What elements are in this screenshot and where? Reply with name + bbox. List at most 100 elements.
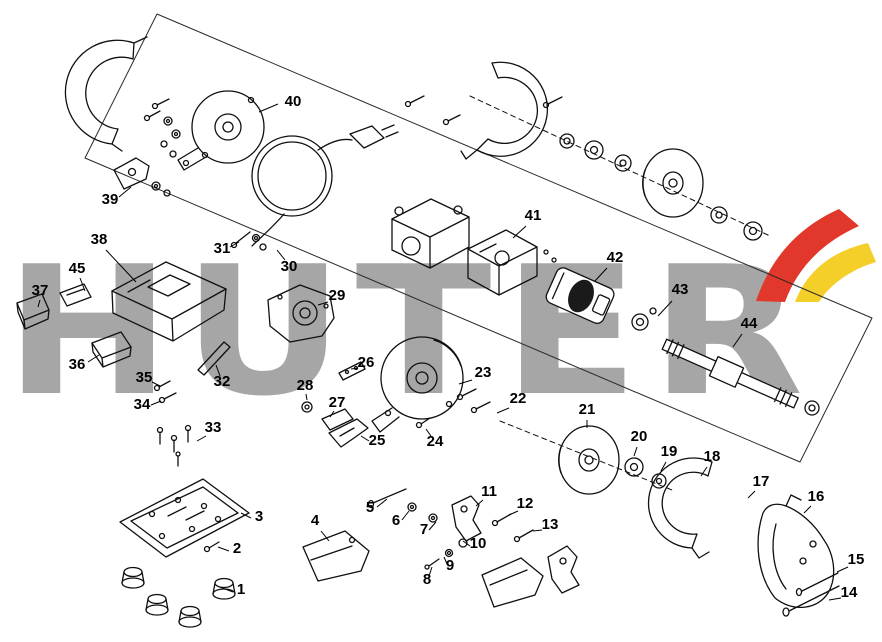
part-number-label: 27 bbox=[329, 394, 346, 411]
guard-half-part-18 bbox=[647, 457, 713, 559]
callout-leader-line bbox=[317, 301, 329, 306]
callout-leader-line bbox=[79, 277, 86, 292]
callout-leader-line bbox=[320, 530, 330, 542]
shield-parts-16-17 bbox=[757, 494, 835, 609]
part-number-label: 29 bbox=[329, 287, 346, 304]
callout-leader-line bbox=[376, 498, 388, 508]
rotor-part-42 bbox=[545, 267, 615, 324]
callout-leader-line bbox=[496, 407, 510, 414]
fasteners-parts-8-9-10 bbox=[424, 538, 468, 570]
part-number-label: 15 bbox=[848, 551, 865, 568]
callout-leader-line bbox=[732, 333, 743, 348]
bearing-part-43 bbox=[631, 307, 657, 331]
switch-housing-part-38 bbox=[111, 261, 227, 342]
callout-leader-line bbox=[657, 300, 673, 317]
part-number-label: 34 bbox=[134, 396, 151, 413]
part-number-label: 33 bbox=[205, 419, 222, 436]
end-bell-part-29 bbox=[267, 284, 335, 343]
part-number-label: 45 bbox=[69, 260, 86, 277]
part-number-label: 24 bbox=[427, 433, 444, 450]
callout-leader-line bbox=[276, 249, 286, 261]
callout-leader-line bbox=[196, 435, 207, 442]
part-number-label: 38 bbox=[91, 231, 108, 248]
part-number-label: 21 bbox=[579, 401, 596, 418]
callout-leader-line bbox=[229, 241, 240, 248]
screws-part-31 bbox=[230, 231, 267, 251]
callout-leader-line bbox=[443, 556, 448, 565]
fasteners-top-left bbox=[143, 98, 181, 158]
base-plate-part-3 bbox=[119, 478, 250, 558]
screw-part-24 bbox=[415, 417, 431, 429]
screws-parts-14-15 bbox=[782, 572, 840, 617]
assembly-axis-lines bbox=[469, 95, 771, 491]
plate-part-45 bbox=[59, 283, 92, 307]
callout-leader-line bbox=[458, 379, 473, 385]
bracket-part-39 bbox=[113, 157, 171, 197]
part-number-label: 25 bbox=[369, 432, 386, 449]
callout-leader-line bbox=[37, 299, 41, 308]
wheel-cover-part-23 bbox=[371, 336, 464, 433]
callout-leader-line bbox=[215, 364, 221, 377]
part-number-label: 5 bbox=[366, 499, 374, 516]
part-number-label: 19 bbox=[661, 443, 678, 460]
part-number-label: 2 bbox=[233, 540, 241, 557]
callout-leader-line bbox=[87, 354, 100, 363]
wheel-cover-part-40 bbox=[177, 90, 265, 171]
part-number-label: 40 bbox=[285, 93, 302, 110]
part-number-label: 41 bbox=[525, 207, 542, 224]
part-number-label: 4 bbox=[311, 512, 320, 529]
bracket-part-11 bbox=[451, 495, 482, 542]
part-number-label: 32 bbox=[214, 373, 231, 390]
callout-leader-line bbox=[118, 186, 132, 198]
watermark-brand-text: HUTER bbox=[4, 228, 814, 435]
part-number-label: 39 bbox=[102, 191, 119, 208]
callout-leader-line bbox=[660, 461, 667, 472]
part-number-label: 26 bbox=[358, 354, 375, 371]
fasteners-top-right bbox=[404, 95, 632, 172]
callout-leader-line bbox=[350, 367, 359, 370]
callout-leader-line bbox=[217, 546, 230, 552]
clamp-part-27 bbox=[321, 408, 354, 431]
shaft-part-44 bbox=[661, 338, 820, 416]
callout-leader-line bbox=[105, 249, 137, 283]
part-number-label: 9 bbox=[446, 557, 454, 574]
right-wheel-guard-half-part bbox=[460, 61, 548, 160]
rubber-feet-part-1 bbox=[121, 566, 236, 628]
box-part-36 bbox=[91, 331, 132, 368]
box-part-37 bbox=[16, 293, 50, 330]
part-number-label: 6 bbox=[392, 512, 400, 529]
part-number-label: 10 bbox=[470, 535, 487, 552]
tool-rest-lower-part bbox=[481, 557, 544, 608]
callout-leader-line bbox=[594, 267, 608, 282]
callout-leader-line bbox=[747, 490, 756, 499]
part-number-label: 31 bbox=[214, 240, 231, 257]
screw-part-2 bbox=[203, 541, 220, 553]
logo-red-swoosh-icon bbox=[756, 209, 859, 302]
nut-part-28 bbox=[301, 401, 313, 413]
callout-leader-line bbox=[428, 521, 437, 531]
screws-part-22 bbox=[456, 388, 491, 414]
clamp-bracket-part bbox=[547, 545, 580, 594]
screws-parts-34-35 bbox=[153, 380, 177, 404]
callout-leader-line bbox=[425, 428, 432, 437]
power-cord-part-30 bbox=[251, 124, 399, 247]
part-number-label: 42 bbox=[607, 249, 624, 266]
part-number-label: 44 bbox=[741, 315, 758, 332]
grinding-wheel-right-part bbox=[642, 148, 704, 218]
holder-part-25 bbox=[328, 418, 369, 448]
brand-logo-flag bbox=[756, 209, 876, 302]
part-number-label: 17 bbox=[753, 473, 770, 490]
callout-leader-line bbox=[828, 597, 842, 601]
part-number-label: 35 bbox=[136, 369, 153, 386]
screws-parts-12-13 bbox=[491, 513, 534, 543]
part-number-label: 1 bbox=[237, 581, 245, 598]
part-number-label: 23 bbox=[475, 364, 492, 381]
callout-leader-line bbox=[700, 466, 708, 477]
part-number-label: 22 bbox=[510, 390, 527, 407]
callout-leader-line bbox=[532, 529, 543, 532]
part-number-label: 30 bbox=[281, 258, 298, 275]
fasteners-parts-5-6-7 bbox=[367, 488, 438, 523]
grinding-wheel-part-21 bbox=[558, 425, 620, 495]
part-number-label: 3 bbox=[255, 508, 263, 525]
part-number-label: 36 bbox=[69, 356, 86, 373]
